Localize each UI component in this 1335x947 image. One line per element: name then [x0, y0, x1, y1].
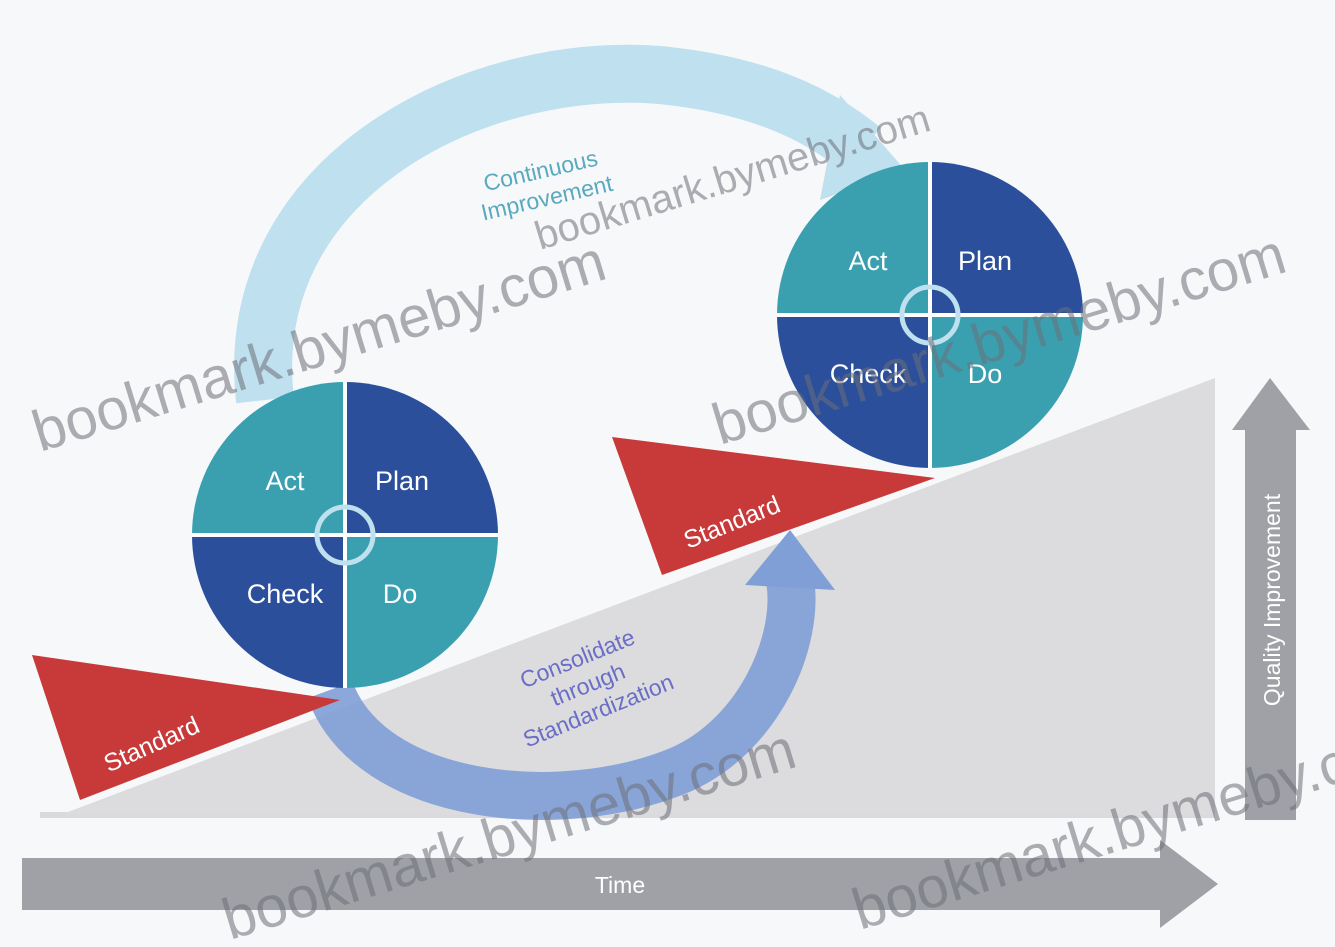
do-label-2: Do: [968, 359, 1003, 389]
center-ring-icon: [899, 284, 961, 346]
check-label-2: Check: [830, 359, 907, 389]
quality-axis-label: Quality Improvement: [1259, 493, 1285, 706]
time-axis-arrow: [22, 840, 1218, 928]
center-ring-icon: [314, 504, 376, 566]
continuous-improvement-arrow: [234, 44, 881, 404]
act-label-1: Act: [265, 466, 305, 496]
time-axis-label: Time: [595, 872, 645, 898]
quadrant-act-2: [777, 162, 930, 315]
standard-wedge-2: [612, 437, 935, 575]
quality-axis-arrow: [1232, 378, 1310, 820]
standard-wedge-1: [32, 655, 340, 800]
act-label-2: Act: [848, 246, 888, 276]
consolidation-arrow: [307, 576, 816, 820]
plan-label-2: Plan: [958, 246, 1012, 276]
quadrant-plan-1: [345, 382, 498, 535]
check-label-1: Check: [247, 579, 324, 609]
quadrant-check-1: [192, 535, 345, 688]
pdca-circle-1: Act Plan Check Do: [192, 382, 498, 688]
consolidation-arrowhead: [745, 530, 835, 590]
do-label-1: Do: [383, 579, 418, 609]
pdca-circle-2: Act Plan Check Do: [777, 162, 1083, 468]
plan-label-1: Plan: [375, 466, 429, 496]
